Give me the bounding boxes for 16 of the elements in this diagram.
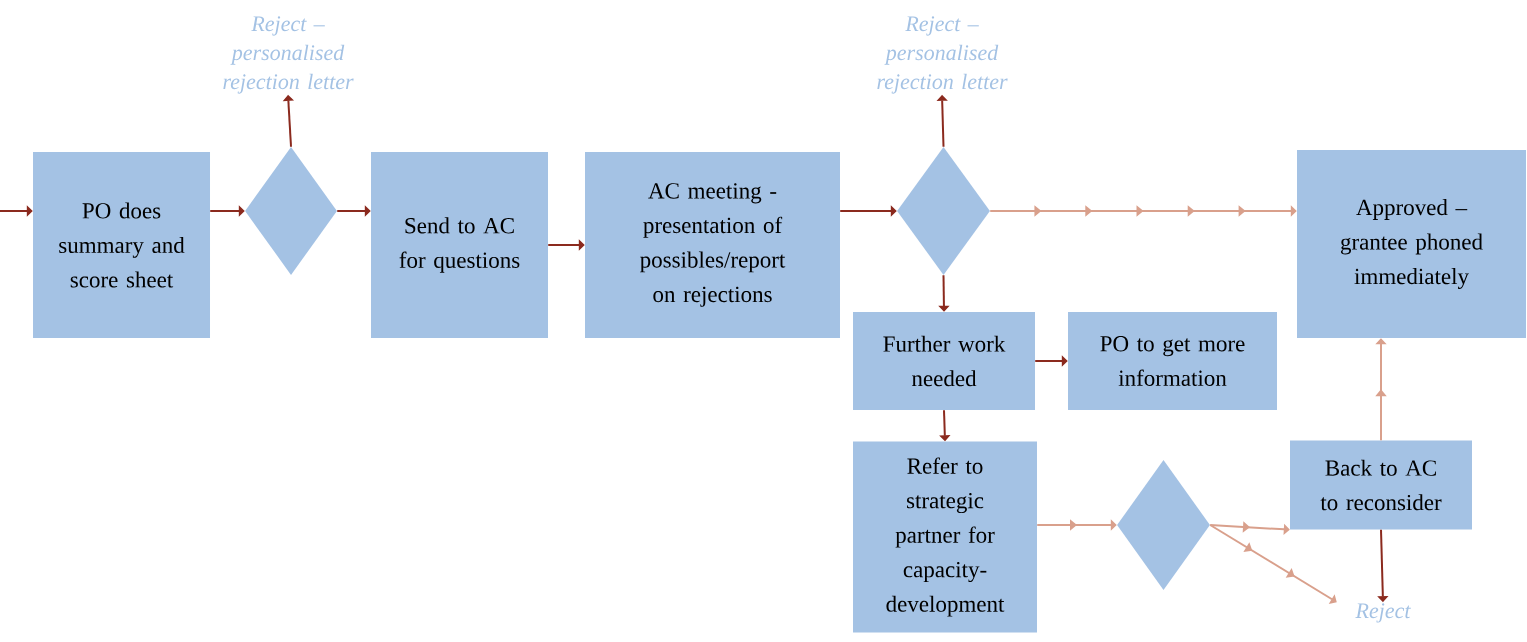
process-box: AC meeting - presentation of possibles/report on rejections [585,152,840,338]
process-box: PO to get more information [1068,312,1277,410]
process-box: Approved – grantee phoned immediately [1297,150,1526,338]
process-box: PO does summary and score sheet [33,152,210,338]
process-box: Refer to strategic partner for capacity-development [853,441,1037,633]
process-box: Send to AC for questions [371,152,548,338]
arrow [1209,524,1337,604]
outcome-text: Reject – personalised rejection letter [223,16,354,94]
outcome-text: Reject [1355,603,1411,623]
arrow [1209,521,1290,535]
decision-diamond [897,147,990,275]
decision-diamond [245,147,337,275]
process-box: Back to AC to reconsider [1290,440,1472,530]
outcome-text: Reject – personalised rejection letter [877,16,1008,94]
decision-diamond [1117,460,1210,590]
process-box: Further work needed [853,312,1035,410]
